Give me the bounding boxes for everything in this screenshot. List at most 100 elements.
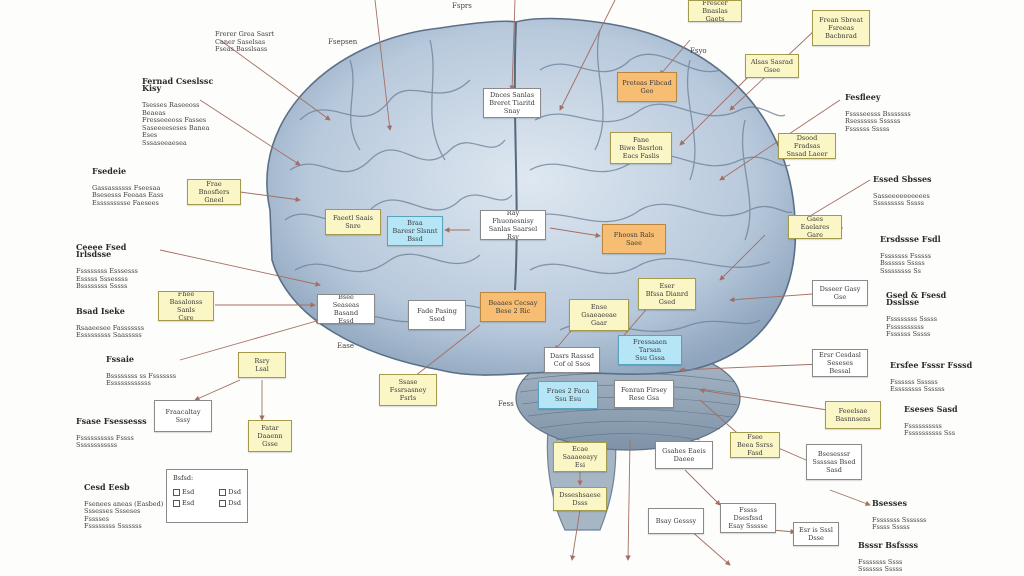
annotation-note: Fsase Fsessesss Fssssssssss Fssss Ssssss…	[76, 410, 150, 450]
label-box: Fade Pasing Ssed	[408, 300, 466, 330]
annotation-note: Bsad Iseke Rsaaeesee Fasssssss Essssssss…	[76, 300, 160, 340]
note-title: Fsase Fsessesss	[76, 415, 147, 426]
annotation-note: Ceeee Fsed Irlsdsse Fssssssss Esssesss E…	[76, 236, 160, 291]
label-box: Gsahes Eaeis Daeee	[655, 441, 713, 469]
note-title: Fssaie	[106, 353, 134, 364]
checkbox-icon	[219, 488, 227, 496]
annotation-note: Ersfee Fsssr Fsssd Fssssss Ssssss Esssss…	[890, 354, 980, 394]
annotation-note: Bsssr Bsfssss Fsssssss Ssss Sssssss Ssss…	[858, 534, 938, 574]
annotation-note: Fesfleey Fsssseesss Bsssssss Rsessssss S…	[845, 86, 925, 133]
label-box: Fane Biwe Basrlon Eacs Faslis	[610, 132, 672, 164]
label-box: Eser Bfssa Dianrd Gsed	[638, 278, 696, 310]
note-title: Bsesses	[872, 497, 907, 508]
label-box: Fhee Basalonss Sanls Csre	[158, 291, 214, 321]
label-box: Faeetl Saais Snre	[325, 209, 381, 235]
annotation-note: Ersdssse Fsdl Fsssssss Fsssss Bssssss Ss…	[880, 228, 960, 275]
region-label: Ease	[337, 342, 355, 350]
region-label: Fsyo	[690, 47, 707, 55]
label-box: Fraes 2 Faca Ssu Esu	[538, 381, 598, 409]
region-label: Fess	[498, 400, 514, 408]
label-box: Frae Bnosfiers Gneel	[187, 179, 241, 205]
label-box: Ersr Cesdasl Seseses Bessal	[812, 349, 868, 377]
legend-item-label: Dsd	[228, 499, 241, 507]
legend-item-label: Esd	[182, 488, 195, 496]
note-title: Essed Sbsses	[873, 173, 932, 184]
label-box: Fressaaen Tarsan Ssu Gssa	[618, 335, 682, 365]
note-title: Ersfee Fsssr Fsssd	[890, 359, 973, 370]
label-box: Dnces Sanlas Breret Tiaritd Snay	[483, 88, 541, 118]
label-box: Dsseer Gasy Gse	[812, 280, 868, 306]
legend-item: Esd	[173, 488, 194, 496]
note-text: Fsssssss Fsssss Bssssss Sssss Sssssssss …	[880, 251, 932, 275]
note-text: Fssssssss Esssesss Esssss Sssessss Bssss…	[76, 267, 138, 290]
legend-item-label: Esd	[182, 499, 195, 507]
label-box: Frean Sbreat Fsreeas Bacbnrad	[812, 10, 870, 46]
note-title: Cesd Eesb	[84, 481, 130, 492]
region-label: Fsprs	[452, 2, 472, 10]
label-box: Bsay Gesssy	[648, 508, 704, 534]
checkbox-icon	[219, 499, 227, 507]
note-title: Bsad Iseke	[76, 305, 125, 316]
label-box: Ecae Saaaeeayy Esi	[553, 442, 607, 472]
label-box: Ssase Fssrsasney Fsrls	[379, 374, 437, 406]
legend-item: Esd	[173, 499, 194, 507]
note-text: Fsenees aneas (Easbed) Sssesses Ssseses …	[84, 499, 164, 530]
annotation-note: Bsesses Fsssssss Sssssss Fssss Sssss	[872, 492, 952, 532]
legend-title: Bsfsd:	[173, 474, 194, 482]
label-box: Ense Gsaeaeeae Gaar	[569, 299, 629, 331]
note-title: Fernad Cseslssc Kisy	[142, 75, 214, 93]
note-text: Fssssss Ssssss Essssssss Ssssss	[890, 377, 945, 393]
annotation-note: Fernad Cseslssc Kisy Tsesses Raseeoss Be…	[142, 70, 222, 147]
note-title: Fsedeie	[92, 165, 127, 176]
label-box: Esr is Sssl Dsse	[793, 522, 839, 546]
note-title: Ceeee Fsed Irlsdsse	[76, 241, 127, 259]
annotation-note: Frerer Grea Sasrt Caner Saselsas Fseas B…	[215, 14, 277, 54]
label-box: Fssss Dsesfssd Esay Ssssse	[720, 503, 776, 533]
label-box: Braa Baresr Slsnnt Bssd	[387, 216, 443, 246]
label-box: Beaaes Cecsay Bese 2 Ric	[480, 292, 546, 322]
label-box: Ray Fhuonesnisy Sanlas Saarsel Rsy	[480, 210, 546, 240]
label-box: Fatar Daaenn Gsse	[248, 420, 292, 452]
legend-item: Dsd	[219, 499, 241, 507]
note-title: Ersdssse Fsdl	[880, 233, 941, 244]
label-box: Frescer Bnaslas Gaets	[688, 0, 742, 22]
note-text: Rsaaeesee Fasssssss Esssssssss Saasssss	[76, 323, 145, 339]
note-title: Gsed & Fsesd Dsslsse	[886, 289, 947, 307]
note-text: Fssssssss Sssss Fssssssssss Fssssss Ssss…	[886, 315, 938, 338]
label-box: Fsee Beea Ssrss Fasd	[730, 432, 780, 458]
note-title: Eseses Sasd	[904, 403, 958, 414]
label-box: Bsesesssr Sssssas Bsed Sasd	[806, 444, 862, 480]
annotation-note: Gsed & Fsesd Dsslsse Fssssssss Sssss Fss…	[886, 284, 976, 339]
legend-box: Bsfsd: Esd Dsd Esd Dsd	[166, 469, 248, 523]
label-box: Dsood Fradsas Snsad Laeer	[778, 133, 836, 159]
note-text: Fssssssssss Fssss Ssssssssssss	[76, 433, 134, 449]
note-text: Tsesses Raseeoss Beaeas Fresseeeoss Fass…	[142, 101, 210, 147]
legend-item: Dsd	[219, 488, 241, 496]
note-text: Fssssssssss Fssssssssss Sss	[904, 421, 956, 437]
label-box: Fhoosn Rals Saee	[602, 224, 666, 254]
legend-row: Esd Dsd	[173, 499, 241, 507]
legend-row: Esd Dsd	[173, 488, 241, 496]
label-box: Fraacaltay Sssy	[154, 400, 212, 432]
region-label: Fsepsen	[328, 38, 358, 46]
label-box: Fenran Firsey Rese Gsa	[614, 380, 674, 408]
annotation-note: Essed Sbsses Sasseeeeeeeeees Sssssssss S…	[873, 168, 953, 208]
note-text: Gassassssss Fseesaa Bsesesss Feeaas Eass…	[92, 183, 164, 207]
note-text: Fsssseesss Bsssssss Rsessssss Ssssss Fss…	[845, 109, 911, 133]
note-text: Fsssssss Ssss Sssssss Sssss	[858, 557, 903, 573]
annotation-note: Eseses Sasd Fssssssssss Fssssssssss Sss	[904, 398, 984, 438]
label-box: Preteas Fibcad Geo	[617, 72, 677, 102]
annotation-note: Cesd Eesb Fsenees aneas (Easbed) Sssesse…	[84, 476, 164, 531]
note-title: Fesfleey	[845, 91, 881, 102]
checkbox-icon	[173, 488, 180, 496]
note-text: Fsssssss Sssssss Fssss Sssss	[872, 515, 927, 531]
label-box: Dsseshsaese Dsss	[553, 487, 607, 511]
label-box: Bsee Seaseas Basand Essd	[317, 294, 375, 324]
note-text: Frerer Grea Sasrt Caner Saselsas Fseas B…	[215, 30, 275, 53]
note-text: Sasseeeeeeeeees Sssssssss Sssss	[873, 191, 930, 207]
annotation-note: Fssaie Bssssssss ss Fsssssss Essssssssss…	[106, 348, 180, 388]
label-box: Gaes Eaelares Gare	[788, 215, 842, 239]
label-box: Feeelsae Basnnsens	[825, 401, 881, 429]
label-box: Dasrs Rasssd Cof ol Ssos	[544, 347, 600, 373]
checkbox-icon	[173, 499, 180, 507]
